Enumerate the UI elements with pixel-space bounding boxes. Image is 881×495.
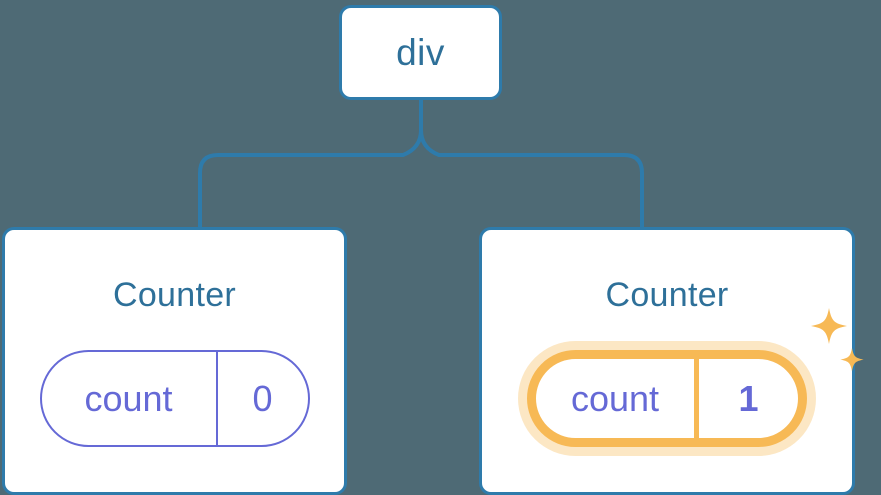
state-value-left: 0	[252, 377, 273, 419]
sparkles-group	[811, 308, 864, 372]
state-value-right: 1	[738, 377, 759, 419]
node-root-div[interactable]: div	[339, 5, 502, 100]
sparkle-small-icon	[840, 348, 864, 372]
node-counter-left[interactable]: Counter count 0	[2, 227, 347, 495]
state-pill-wrapper-right: count 1	[527, 308, 864, 447]
counter-title-left: Counter	[112, 276, 237, 314]
state-pill-right[interactable]: count 1	[527, 350, 807, 447]
state-key-right: count	[536, 359, 699, 438]
state-pill-wrapper-left: count 0	[39, 350, 310, 447]
root-node-label: div	[396, 32, 445, 73]
connector-to-left-child	[198, 100, 423, 227]
state-key-left: count	[42, 352, 218, 445]
connector-to-right-child	[419, 100, 644, 227]
counter-title-right: Counter	[605, 276, 729, 314]
sparkle-large-icon	[811, 308, 847, 344]
node-counter-right[interactable]: Counter count 1	[479, 227, 864, 495]
state-pill-left[interactable]: count 0	[39, 350, 310, 447]
